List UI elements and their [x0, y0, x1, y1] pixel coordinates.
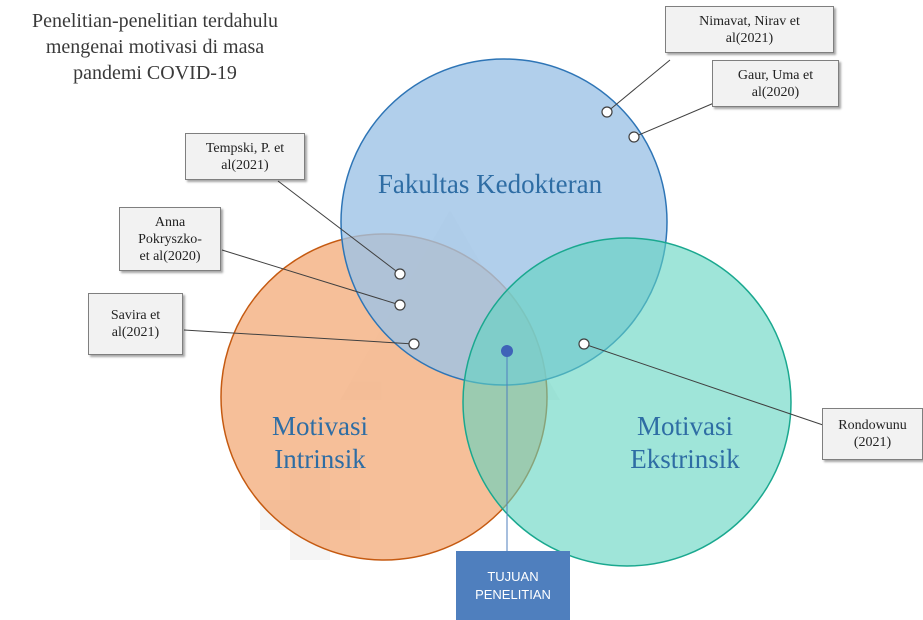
diagram-title: Penelitian-penelitian terdahulu mengenai…	[31, 10, 279, 84]
connector-rondowunu	[583, 343, 824, 426]
marker-rondowunu	[578, 338, 590, 350]
marker-tempski	[394, 268, 406, 280]
connector-tempski	[277, 180, 401, 275]
marker-savira	[408, 338, 420, 350]
marker-center-intersection	[501, 345, 513, 357]
callout-rondowunu: Rondowunu (2021)	[822, 408, 923, 460]
callout-anna-pokryszko: Anna Pokryszko- et al(2020)	[119, 207, 221, 271]
connector-anna	[221, 249, 401, 306]
callout-tempski: Tempski, P. et al(2021)	[185, 133, 305, 180]
label-motivasi-intrinsik: Motivasi Intrinsik	[271, 411, 368, 474]
tujuan-penelitian-box: TUJUAN PENELITIAN	[456, 551, 570, 620]
callout-gaur: Gaur, Uma et al(2020)	[712, 60, 839, 107]
callout-savira: Savira et al(2021)	[88, 293, 183, 355]
circle-motivasi-ekstrinsik	[462, 237, 792, 567]
marker-anna	[394, 299, 406, 311]
connector-nimavat	[606, 59, 671, 113]
callout-nimavat: Nimavat, Nirav et al(2021)	[665, 6, 834, 53]
connector-gaur	[633, 102, 715, 138]
connector-savira	[183, 329, 415, 345]
label-motivasi-ekstrinsik: Motivasi Ekstrinsik	[630, 411, 740, 474]
marker-nimavat	[601, 106, 613, 118]
marker-gaur	[628, 131, 640, 143]
label-fakultas-kedokteran: Fakultas Kedokteran	[377, 169, 603, 199]
